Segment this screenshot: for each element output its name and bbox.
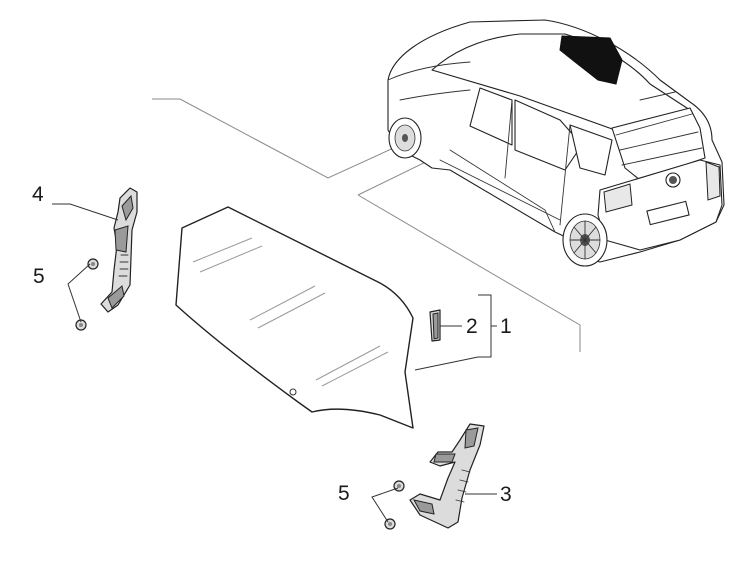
car-illustration [387,19,725,267]
callout-2: 2 [466,315,478,338]
callout-1: 1 [500,315,512,338]
front-wheel [388,117,422,159]
callout-3: 3 [500,483,512,506]
nuts-part-5-lower [384,480,405,530]
callout-5-upper: 5 [33,265,45,288]
nuts-part-5-upper [75,258,99,331]
channel-part-4 [100,187,138,313]
clip-part-2 [429,309,441,342]
rear-window-highlight [559,35,623,85]
rear-wheel [562,213,608,267]
leader-lines [52,203,497,523]
door-glass-part-1 [175,206,414,429]
callout-4: 4 [32,183,44,206]
callout-5-lower: 5 [338,482,350,505]
channel-part-3 [409,423,485,529]
